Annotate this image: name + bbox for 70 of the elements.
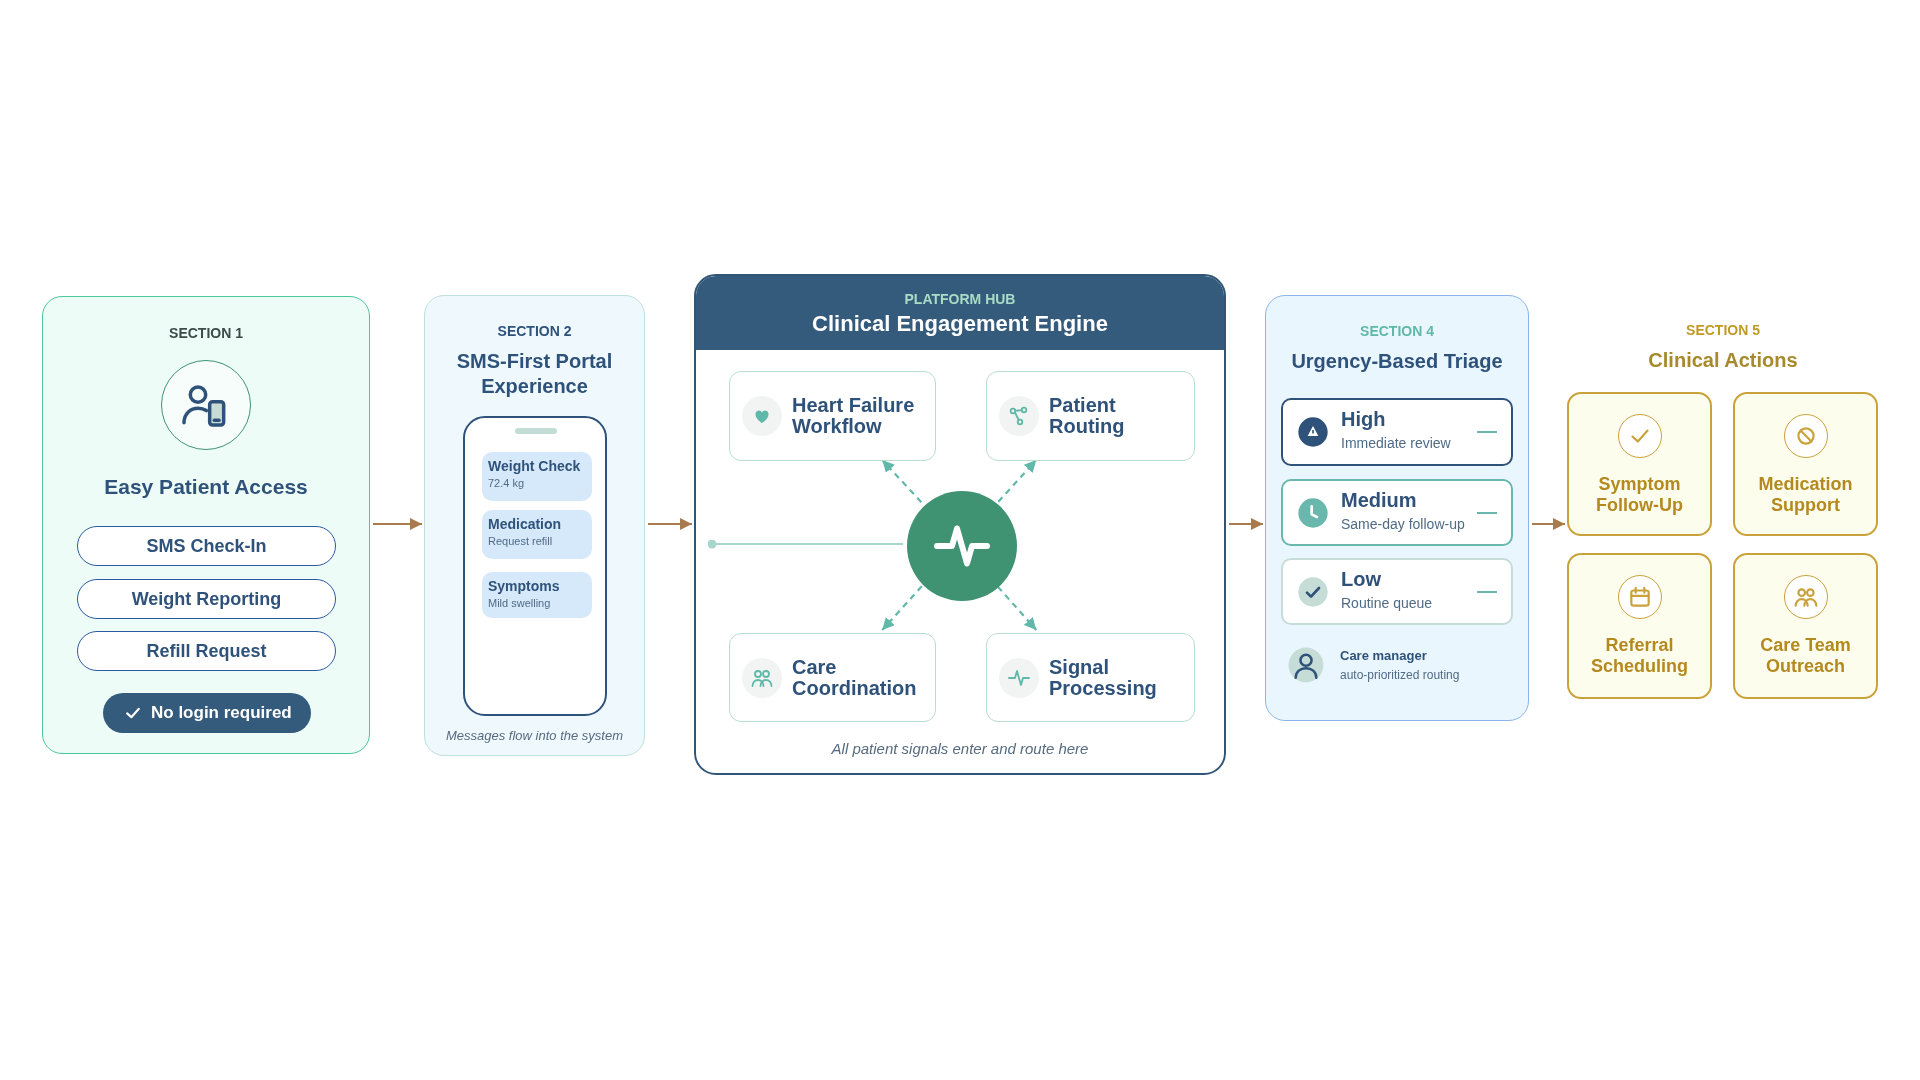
arrow [1229, 518, 1263, 530]
section-label: SECTION 4 [1360, 323, 1434, 339]
note-text: auto-prioritized routing [1340, 668, 1460, 682]
message-bubble [482, 572, 592, 618]
status-badge [103, 693, 311, 733]
message-bubble [482, 452, 592, 501]
option-label: SMS Check-In [146, 536, 267, 557]
priority-level: High [1341, 408, 1386, 431]
section-title: Easy Patient Access [104, 475, 308, 499]
arrow [881, 459, 923, 503]
priority-card [1281, 558, 1513, 625]
section-label: SECTION 2 [497, 323, 572, 339]
action-title: Referral Scheduling [1590, 635, 1689, 677]
message-detail: Mild swelling [488, 597, 551, 609]
action-card [1567, 553, 1712, 699]
section-panel [42, 296, 370, 754]
phone-frame [463, 416, 607, 716]
priority-card [1281, 479, 1513, 546]
message-detail: Request refill [488, 535, 553, 547]
module-title: Patient Routing [1049, 395, 1126, 437]
message-title: Medication [488, 516, 562, 532]
action-title: Care Team Outreach [1759, 635, 1852, 677]
arrow [997, 585, 1038, 631]
connector-line [707, 539, 903, 549]
option-label: Refill Request [146, 641, 267, 662]
badge-label: No login required [151, 703, 292, 723]
priority-detail: Routine queue [1341, 595, 1433, 611]
module-card [986, 633, 1195, 722]
arrow [648, 518, 692, 530]
module-card [729, 371, 936, 461]
message-detail: 72.4 kg [488, 477, 525, 489]
action-title: Medication Support [1757, 474, 1854, 516]
priority-level: Low [1341, 568, 1381, 591]
panel-note: All patient signals enter and route here [831, 740, 1089, 757]
action-card [1733, 392, 1878, 536]
arrow [881, 585, 923, 631]
arrow [373, 518, 422, 530]
action-card [1733, 553, 1878, 699]
priority-detail: Immediate review [1341, 435, 1451, 451]
action-title: Symptom Follow-Up [1595, 474, 1684, 516]
option-label: Weight Reporting [131, 589, 282, 610]
arrow [997, 459, 1038, 503]
note-title: Care manager [1340, 648, 1427, 663]
option-pill [77, 526, 336, 566]
module-card [729, 633, 936, 722]
message-title: Weight Check [488, 458, 581, 474]
section-panel [1265, 295, 1529, 721]
priority-level: Medium [1341, 489, 1417, 512]
message-bubble [482, 510, 592, 559]
action-card [1567, 392, 1712, 536]
message-title: Symptoms [488, 578, 560, 594]
module-title: Care Coordination [792, 656, 918, 699]
hub-panel [694, 274, 1226, 775]
section-label: SECTION 1 [169, 325, 243, 341]
priority-card [1281, 398, 1513, 466]
header-label: PLATFORM HUB [904, 291, 1016, 307]
section-panel [424, 295, 645, 756]
arrow [1532, 518, 1565, 530]
section-title: Clinical Actions [1648, 349, 1798, 372]
section-title: Urgency-Based Triage [1290, 349, 1504, 374]
section-label: SECTION 5 [1686, 322, 1760, 338]
priority-detail: Same-day follow-up [1341, 516, 1465, 532]
panel-note: Messages flow into the system [446, 728, 623, 743]
module-card [986, 371, 1195, 461]
option-pill [77, 631, 336, 671]
module-title: Signal Processing [1049, 656, 1158, 699]
section-title: SMS-First Portal Experience [455, 349, 614, 399]
module-title: Heart Failure Workflow [792, 395, 916, 437]
header-title: Clinical Engagement Engine [812, 311, 1108, 337]
option-pill [77, 579, 336, 619]
